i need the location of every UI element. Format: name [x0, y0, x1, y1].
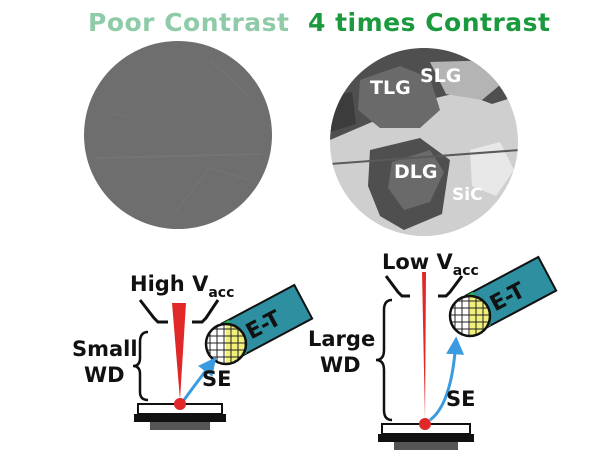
lens-bracket-left	[384, 275, 410, 298]
electron-beam-wide	[172, 303, 186, 400]
se-trajectory-right	[429, 336, 465, 422]
region-label-dlg: DLG	[394, 161, 437, 183]
setup-low-vacc: Low Vacc Large WD E-T SE	[308, 250, 558, 450]
work-distance-brace-right	[375, 298, 393, 422]
sample-stage-right	[378, 434, 474, 442]
poor-contrast-title: Poor Contrast	[88, 8, 290, 37]
electron-beam-narrow	[422, 272, 426, 420]
sample-spot-right	[419, 418, 431, 430]
region-label-sic: SiC	[452, 185, 483, 205]
sample-spot-left	[174, 398, 186, 410]
setup-high-vacc: High Vacc Small WD E-T SE	[72, 272, 314, 430]
se-trajectory-left	[182, 357, 217, 401]
region-label-slg: SLG	[420, 65, 461, 87]
lens-bracket-right	[192, 299, 220, 324]
good-contrast-title: 4 times Contrast	[308, 8, 551, 37]
work-distance-label-left-1: Small	[72, 337, 138, 361]
lens-bracket-left	[138, 299, 168, 324]
work-distance-brace-left	[132, 330, 149, 402]
work-distance-label-right-2: WD	[320, 353, 361, 377]
poor-contrast-image	[84, 41, 272, 229]
voltage-label-right: Low Vacc	[382, 250, 479, 279]
se-label-left: SE	[202, 367, 231, 391]
voltage-label-left: High Vacc	[130, 272, 234, 301]
lens-bracket-right	[438, 275, 464, 298]
work-distance-label-right-1: Large	[308, 327, 375, 351]
se-label-right: SE	[446, 387, 475, 411]
work-distance-label-left-2: WD	[84, 363, 125, 387]
sample-stage-left	[134, 414, 226, 422]
region-label-tlg: TLG	[370, 77, 411, 99]
